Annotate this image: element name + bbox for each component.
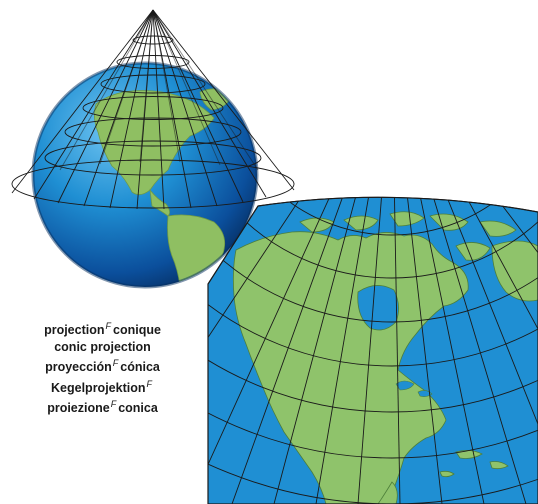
term-german: KegelprojektionF (51, 378, 152, 395)
projection-cone (11, 9, 295, 210)
term-english: conic projection (54, 339, 151, 354)
